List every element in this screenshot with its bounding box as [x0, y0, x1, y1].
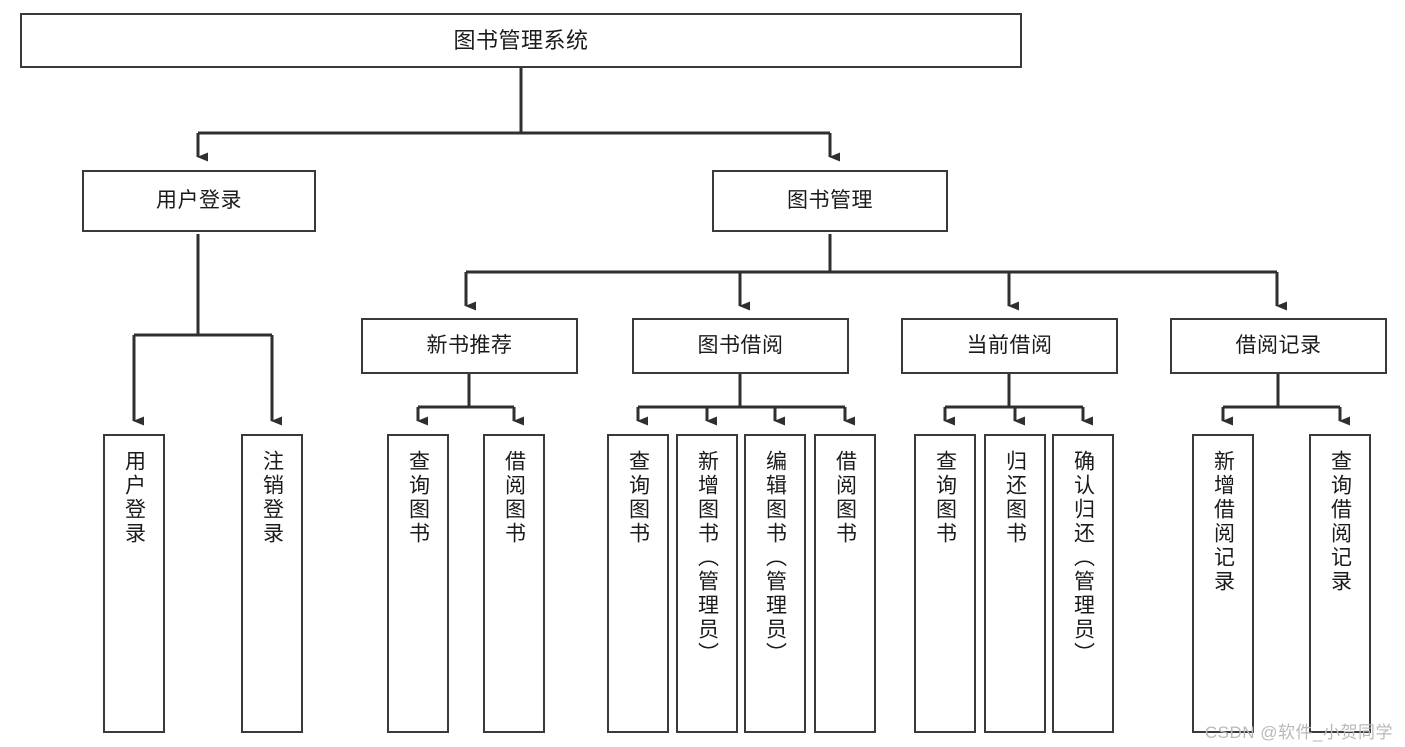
leaf-query-book-2[interactable]: 查询图书 — [607, 434, 669, 733]
leaf-query-record[interactable]: 查询借阅记录 — [1309, 434, 1371, 733]
node-book-borrow-label: 图书借阅 — [697, 333, 784, 357]
leaf-return-book[interactable]: 归还图书 — [984, 434, 1046, 733]
leaf-query-book-3[interactable]: 查询图书 — [914, 434, 976, 733]
leaf-borrow-book-1[interactable]: 借阅图书 — [483, 434, 545, 733]
node-book-management[interactable]: 图书管理 — [712, 170, 948, 232]
leaf-add-book[interactable]: 新增图书（管理员） — [676, 434, 738, 733]
node-current-borrow[interactable]: 当前借阅 — [901, 318, 1118, 374]
leaf-borrow-book-1-label: 借阅图书 — [502, 450, 526, 546]
leaf-borrow-book-2-label: 借阅图书 — [833, 450, 857, 546]
leaf-add-record[interactable]: 新增借阅记录 — [1192, 434, 1254, 733]
leaf-add-record-label: 新增借阅记录 — [1211, 450, 1235, 594]
leaf-user-logout-label: 注销登录 — [260, 450, 284, 546]
node-book-borrow[interactable]: 图书借阅 — [632, 318, 849, 374]
leaf-query-book-1-label: 查询图书 — [406, 450, 430, 546]
node-current-borrow-label: 当前借阅 — [966, 333, 1053, 357]
leaf-query-book-3-label: 查询图书 — [933, 450, 957, 546]
leaf-query-book-1[interactable]: 查询图书 — [387, 434, 449, 733]
node-new-book-recommend[interactable]: 新书推荐 — [361, 318, 578, 374]
leaf-confirm-return[interactable]: 确认归还（管理员） — [1052, 434, 1114, 733]
node-borrow-record[interactable]: 借阅记录 — [1170, 318, 1387, 374]
node-new-book-recommend-label: 新书推荐 — [426, 333, 513, 357]
node-root-label: 图书管理系统 — [453, 27, 589, 53]
csdn-watermark: CSDN @软件_小贺同学 — [1204, 723, 1393, 742]
leaf-user-logout[interactable]: 注销登录 — [241, 434, 303, 733]
leaf-edit-book[interactable]: 编辑图书（管理员） — [744, 434, 806, 733]
leaf-add-book-label: 新增图书（管理员） — [695, 450, 719, 666]
node-borrow-record-label: 借阅记录 — [1235, 333, 1322, 357]
node-user-login-label: 用户登录 — [156, 188, 242, 212]
leaf-return-book-label: 归还图书 — [1003, 450, 1027, 546]
leaf-user-login-label: 用户登录 — [122, 450, 146, 546]
leaf-edit-book-label: 编辑图书（管理员） — [763, 450, 787, 666]
leaf-query-book-2-label: 查询图书 — [626, 450, 650, 546]
leaf-user-login[interactable]: 用户登录 — [103, 434, 165, 733]
node-root-book-management-system[interactable]: 图书管理系统 — [20, 13, 1022, 68]
node-user-login[interactable]: 用户登录 — [82, 170, 316, 232]
node-book-management-label: 图书管理 — [787, 188, 873, 212]
leaf-confirm-return-label: 确认归还（管理员） — [1071, 450, 1095, 666]
leaf-borrow-book-2[interactable]: 借阅图书 — [814, 434, 876, 733]
leaf-query-record-label: 查询借阅记录 — [1328, 450, 1352, 594]
